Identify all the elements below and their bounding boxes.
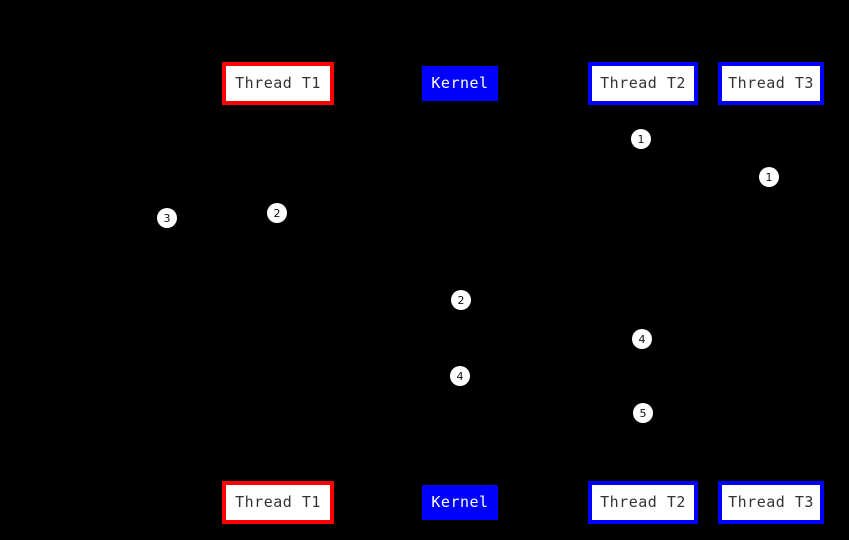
participant-t3-bottom[interactable]: Thread T3 bbox=[718, 481, 824, 524]
step-number: 2 bbox=[273, 206, 281, 220]
participant-label: Thread T2 bbox=[600, 493, 686, 511]
participant-t2-top[interactable]: Thread T2 bbox=[588, 62, 698, 105]
lifeline-t3 bbox=[771, 105, 772, 481]
lifeline-t2 bbox=[643, 105, 644, 481]
step-marker: 2 bbox=[451, 290, 471, 310]
participant-kernel-bottom[interactable]: Kernel bbox=[422, 485, 498, 520]
participant-label: Thread T3 bbox=[728, 74, 814, 92]
step-number: 3 bbox=[163, 211, 171, 225]
step-number: 2 bbox=[457, 293, 465, 307]
lifeline-t1 bbox=[278, 105, 279, 481]
step-number: 5 bbox=[639, 406, 647, 420]
participant-label: Kernel bbox=[431, 74, 489, 92]
participant-t3-top[interactable]: Thread T3 bbox=[718, 62, 824, 105]
participant-t1-bottom[interactable]: Thread T1 bbox=[222, 481, 334, 524]
step-marker: 4 bbox=[632, 329, 652, 349]
step-marker: 2 bbox=[267, 203, 287, 223]
step-number: 4 bbox=[638, 332, 646, 346]
participant-label: Thread T1 bbox=[235, 493, 321, 511]
step-marker: 5 bbox=[633, 403, 653, 423]
message-arrow-m3 bbox=[167, 213, 278, 214]
step-number: 1 bbox=[765, 170, 773, 184]
step-marker: 3 bbox=[157, 208, 177, 228]
step-number: 4 bbox=[456, 369, 464, 383]
participant-label: Thread T3 bbox=[728, 493, 814, 511]
participant-kernel-top[interactable]: Kernel bbox=[422, 66, 498, 101]
participant-label: Thread T1 bbox=[235, 74, 321, 92]
participant-label: Kernel bbox=[431, 493, 489, 511]
participant-t2-bottom[interactable]: Thread T2 bbox=[588, 481, 698, 524]
step-marker: 1 bbox=[631, 129, 651, 149]
participant-t1-top[interactable]: Thread T1 bbox=[222, 62, 334, 105]
participant-label: Thread T2 bbox=[600, 74, 686, 92]
step-marker: 1 bbox=[759, 167, 779, 187]
step-number: 1 bbox=[637, 132, 645, 146]
step-marker: 4 bbox=[450, 366, 470, 386]
